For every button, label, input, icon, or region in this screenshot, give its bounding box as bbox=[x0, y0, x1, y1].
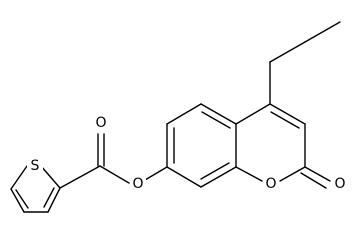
bond-ch2-ch2 bbox=[269, 41, 306, 63]
atom-ester-carbonyl-oxygen: O bbox=[93, 114, 109, 132]
bond-c5-c4 bbox=[10, 188, 25, 213]
propyl-chain bbox=[269, 21, 341, 105]
ester-carbonyl-oxygen-label: O bbox=[95, 115, 106, 131]
bond-c7-c8 bbox=[166, 166, 202, 188]
atom-sulfur: S bbox=[27, 157, 43, 175]
bond-c2-carbonyl-b bbox=[300, 172, 327, 189]
bond-s-c5 bbox=[10, 165, 28, 190]
bond-c2-carbonyl-a bbox=[304, 166, 331, 182]
bond-carbonyl-bridge-oxygen bbox=[99, 165, 130, 184]
bond-c4-c3-inner bbox=[270, 111, 300, 129]
bond-c5-c4a-inner bbox=[201, 111, 231, 129]
bond-c4-c3 bbox=[269, 103, 306, 125]
lactone-carbonyl-oxygen-label: O bbox=[334, 176, 345, 192]
benzene-ring bbox=[166, 103, 237, 188]
ester-bridge-oxygen-label: O bbox=[132, 176, 143, 192]
pyranone-ring bbox=[235, 103, 331, 189]
bond-c6-c5 bbox=[166, 103, 202, 125]
bond-c8a-c8 bbox=[200, 166, 237, 188]
bond-bridge-oxygen-aryl bbox=[144, 166, 168, 181]
atom-lactone-carbonyl-oxygen: O bbox=[332, 175, 348, 193]
atom-ester-bridge-oxygen: O bbox=[130, 175, 146, 193]
ring-oxygen-label: O bbox=[265, 176, 276, 192]
ester-linkage bbox=[59, 133, 168, 189]
sulfur-label: S bbox=[31, 158, 40, 174]
bond-ch2-ch3 bbox=[304, 21, 341, 43]
bond-o1-c8a bbox=[235, 166, 263, 182]
atom-ring-oxygen: O bbox=[263, 175, 279, 193]
bond-c3-c2-inner bbox=[43, 187, 55, 208]
bond-c5-c4-inner bbox=[15, 189, 29, 209]
bond-c4a-c4 bbox=[235, 103, 271, 125]
bond-c2-o1 bbox=[279, 166, 306, 182]
bond-c3-c2 bbox=[47, 187, 61, 213]
bond-thiophene-carbonyl bbox=[59, 165, 101, 189]
thiophene-ring bbox=[10, 165, 61, 213]
bond-c8a-c8-inner bbox=[200, 162, 230, 180]
bond-c5-c4a bbox=[200, 103, 237, 125]
bond-c2-s bbox=[40, 165, 61, 189]
